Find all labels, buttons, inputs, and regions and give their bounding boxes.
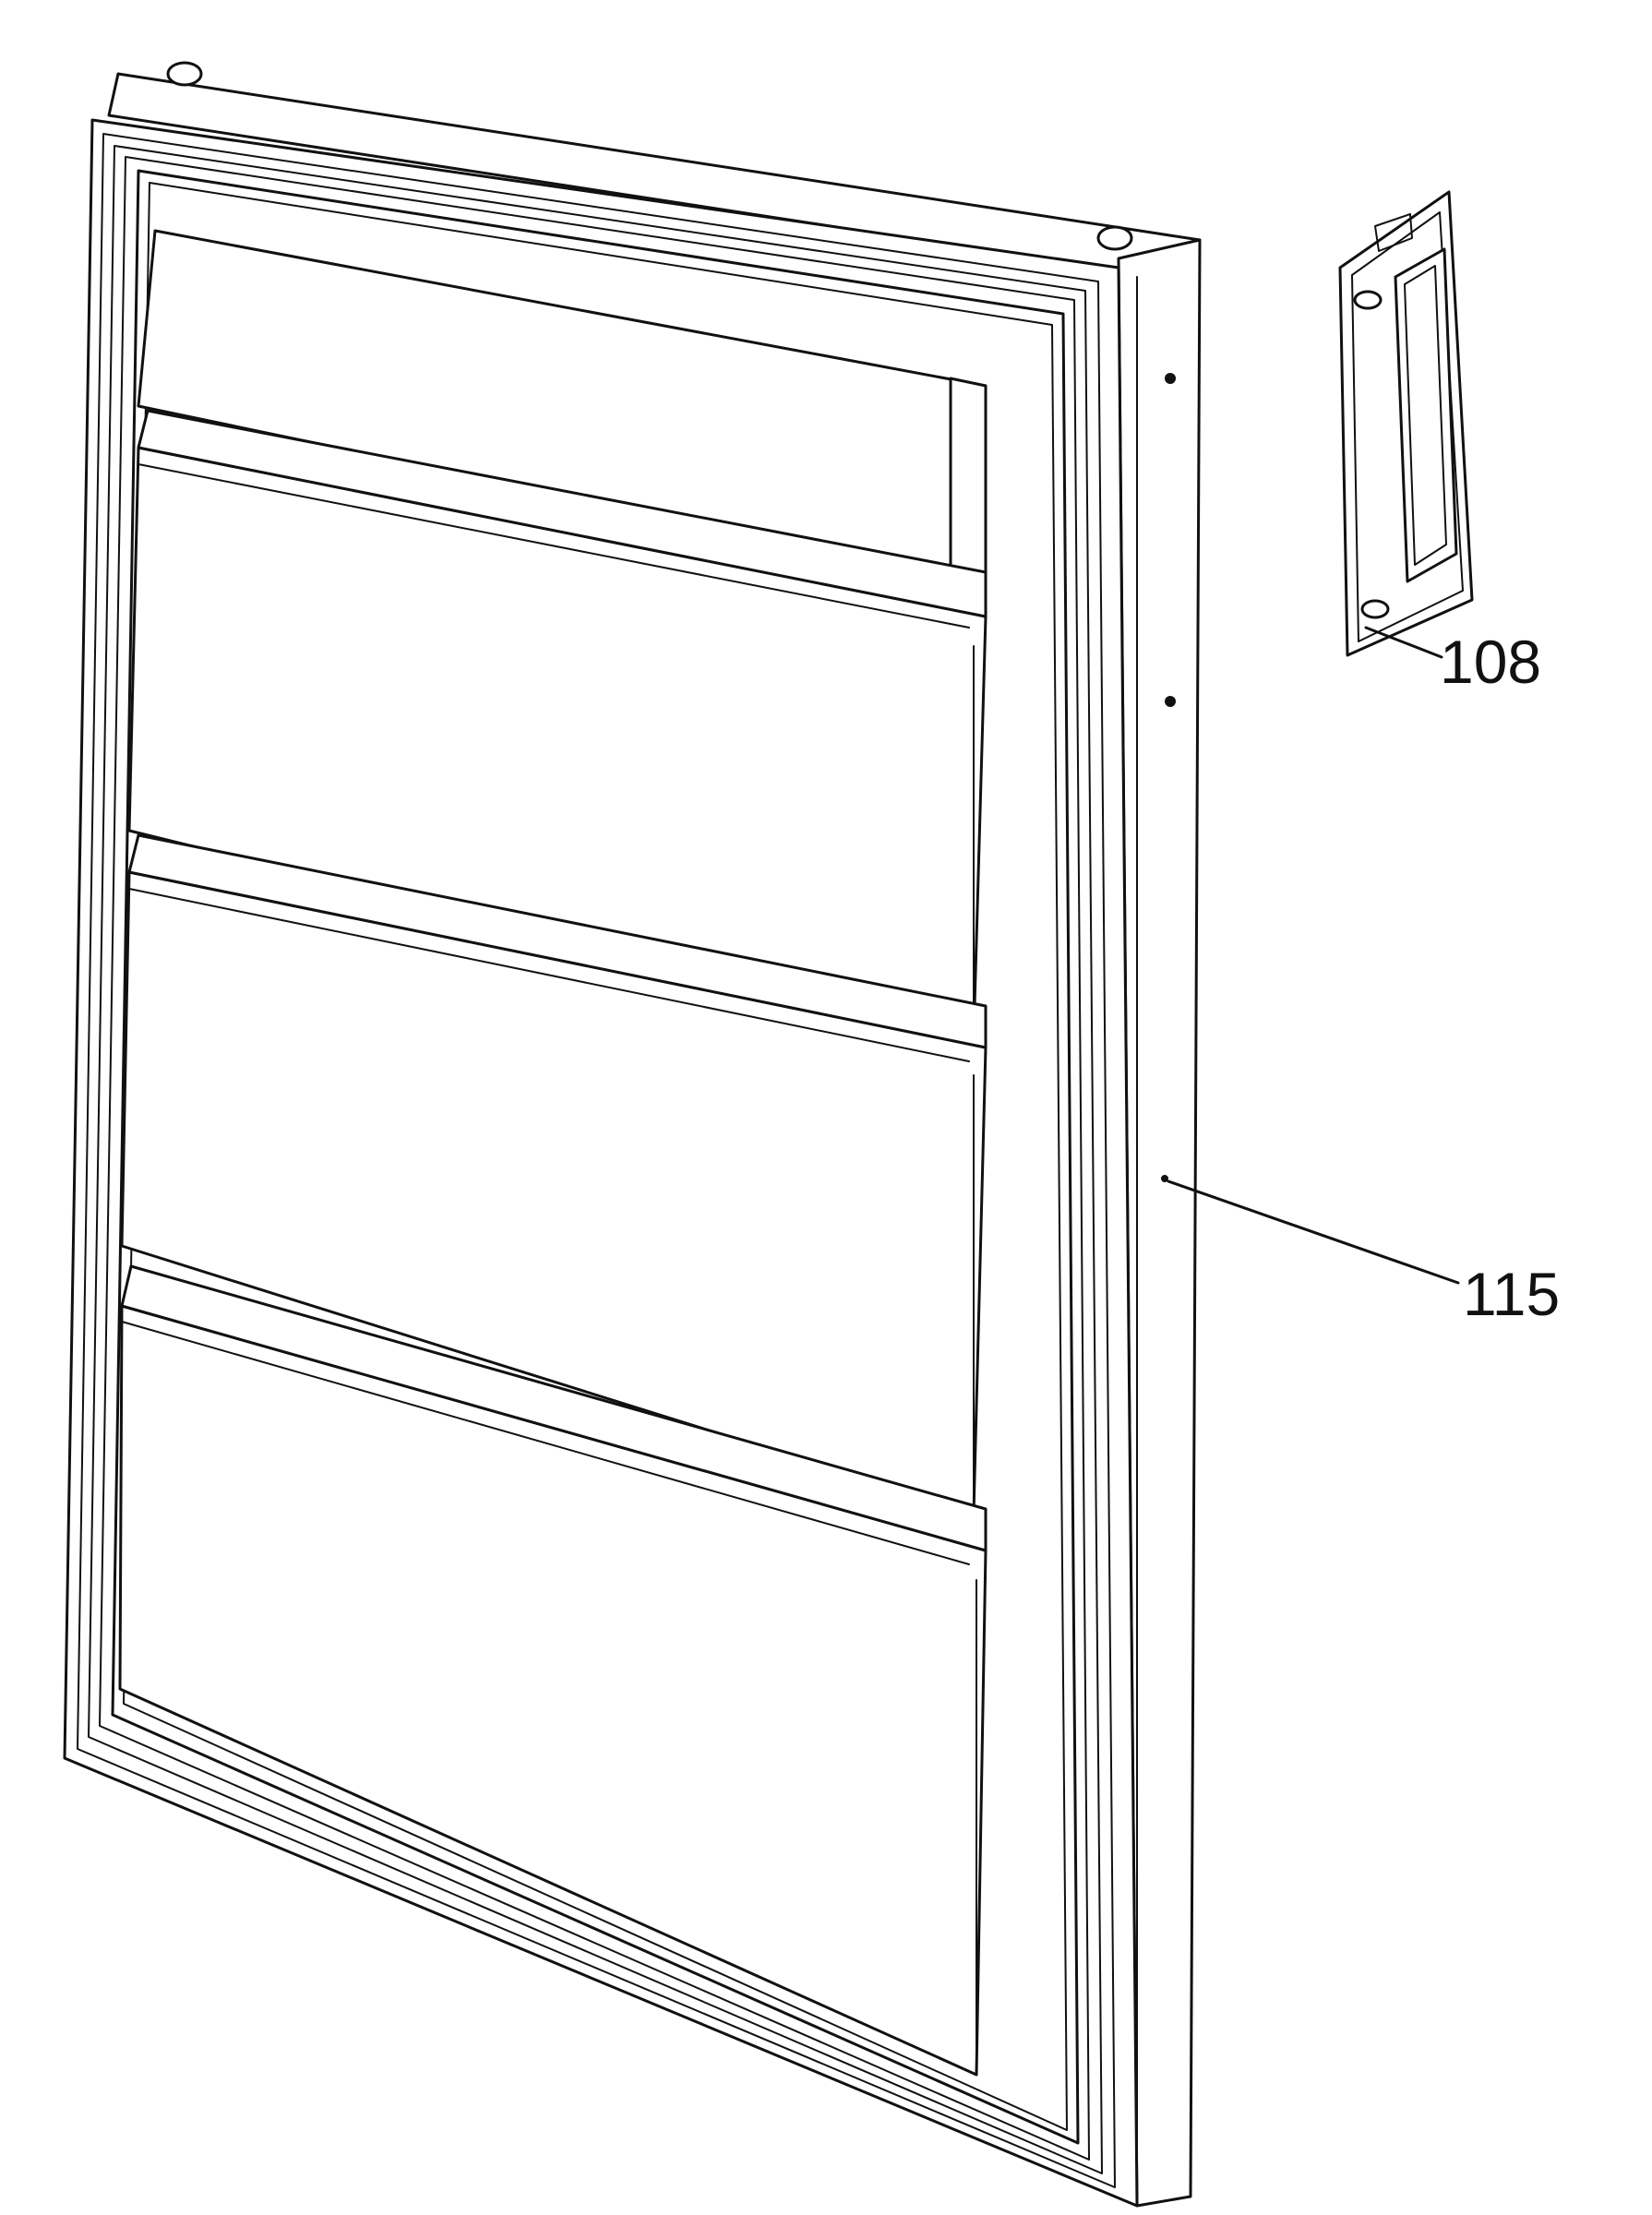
- door-gasket-1: [77, 133, 1116, 2188]
- callout-anchor-115: [1161, 1175, 1168, 1182]
- door-gasket-2: [88, 145, 1103, 2174]
- door-assembly: [63, 61, 1202, 2208]
- callout-label-115: 115: [1463, 1260, 1560, 1328]
- hinge-pin-left: [166, 61, 203, 87]
- hinge-pin-right: [1096, 225, 1133, 251]
- leader-line-115: [1167, 1179, 1460, 1285]
- door-gasket-3: [99, 156, 1090, 2161]
- door-panel-4: [118, 1264, 988, 2077]
- callout-label-108: 108: [1440, 628, 1541, 696]
- screw-hole-bottom: [1165, 696, 1176, 707]
- handle-slot-top: [1353, 290, 1383, 310]
- door-panel-2: [127, 409, 988, 1040]
- screw-hole-top: [1165, 373, 1176, 384]
- handle-grip-recess: [1394, 247, 1458, 583]
- door-handle: [1338, 190, 1474, 657]
- handle-slot-bottom: [1360, 599, 1390, 619]
- leader-line-108: [1364, 626, 1443, 659]
